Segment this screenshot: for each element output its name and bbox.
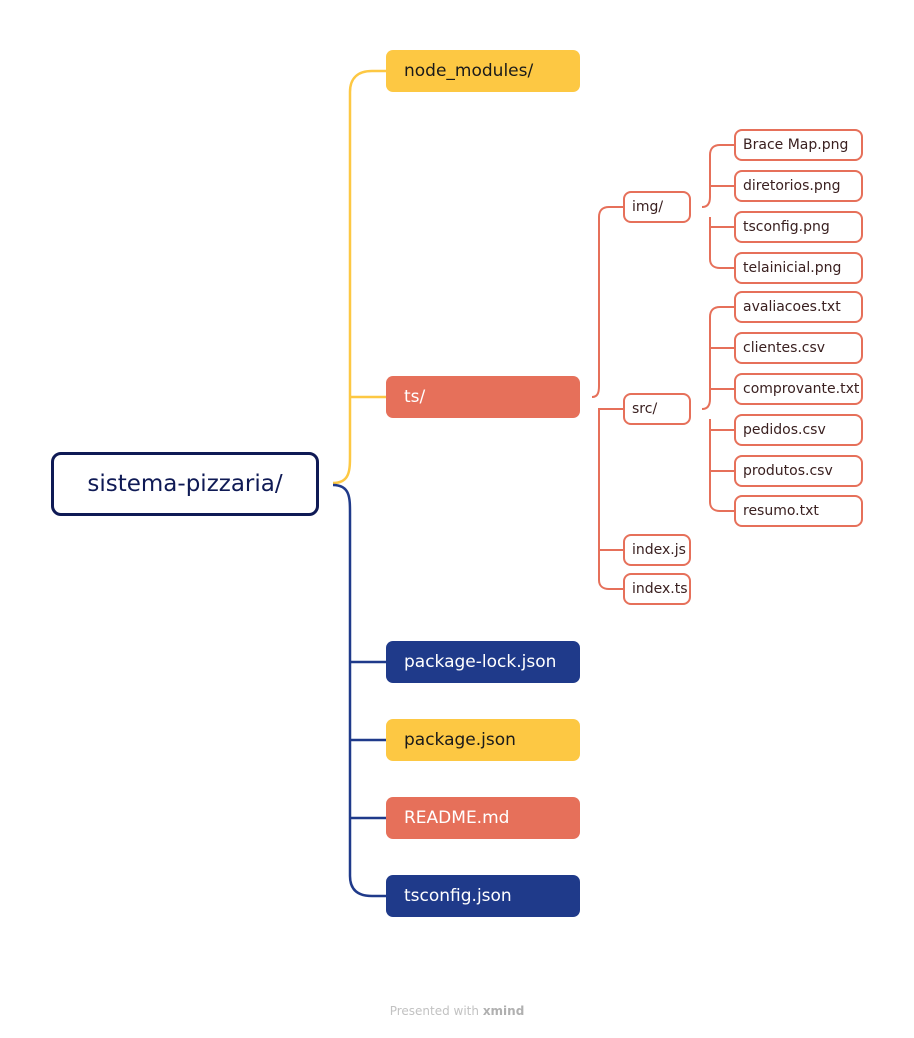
node-label: resumo.txt xyxy=(743,503,819,519)
node-label: img/ xyxy=(632,199,664,215)
node-src[interactable]: src/ xyxy=(623,393,691,425)
node-package-json[interactable]: package.json xyxy=(386,719,580,761)
node-img[interactable]: img/ xyxy=(623,191,691,223)
node-label: comprovante.txt xyxy=(743,381,860,397)
node-label: node_modules/ xyxy=(404,61,534,81)
node-label: Brace Map.png xyxy=(743,137,849,153)
node-node-modules[interactable]: node_modules/ xyxy=(386,50,580,92)
node-label: src/ xyxy=(632,401,658,417)
node-ts[interactable]: ts/ xyxy=(386,376,580,418)
node-pedidos-csv[interactable]: pedidos.csv xyxy=(734,414,863,446)
node-resumo-txt[interactable]: resumo.txt xyxy=(734,495,863,527)
node-label: package.json xyxy=(404,730,516,750)
node-diretorios-png[interactable]: diretorios.png xyxy=(734,170,863,202)
node-label: README.md xyxy=(404,808,510,828)
node-label: index.ts xyxy=(632,581,688,597)
bracket-root-lower xyxy=(332,483,386,898)
node-brace-map-png[interactable]: Brace Map.png xyxy=(734,129,863,161)
node-label: avaliacoes.txt xyxy=(743,299,841,315)
footer-credit: Presented with xmind xyxy=(0,1004,914,1018)
node-index-ts[interactable]: index.ts xyxy=(623,573,691,605)
footer-brand: xmind xyxy=(482,1004,525,1018)
brace-img xyxy=(701,144,734,269)
node-produtos-csv[interactable]: produtos.csv xyxy=(734,455,863,487)
footer-text: Presented with xyxy=(389,1004,479,1018)
root-label: sistema-pizzaria/ xyxy=(87,471,283,497)
brace-src xyxy=(701,306,734,512)
node-index-js[interactable]: index.js xyxy=(623,534,691,566)
node-label: package-lock.json xyxy=(404,652,557,672)
node-tsconfig-json[interactable]: tsconfig.json xyxy=(386,875,580,917)
node-readme-md[interactable]: README.md xyxy=(386,797,580,839)
node-avaliacoes-txt[interactable]: avaliacoes.txt xyxy=(734,291,863,323)
node-telainicial-png[interactable]: telainicial.png xyxy=(734,252,863,284)
node-comprovante-txt[interactable]: comprovante.txt xyxy=(734,373,863,405)
node-label: produtos.csv xyxy=(743,463,833,479)
node-label: tsconfig.json xyxy=(404,886,512,906)
node-label: diretorios.png xyxy=(743,178,841,194)
bracket-root-upper xyxy=(332,69,386,485)
node-label: ts/ xyxy=(404,387,426,407)
node-package-lock-json[interactable]: package-lock.json xyxy=(386,641,580,683)
node-tsconfig-png[interactable]: tsconfig.png xyxy=(734,211,863,243)
node-label: index.js xyxy=(632,542,686,558)
node-label: tsconfig.png xyxy=(743,219,830,235)
brace-ts xyxy=(591,206,623,590)
node-label: pedidos.csv xyxy=(743,422,826,438)
node-label: clientes.csv xyxy=(743,340,826,356)
root-node[interactable]: sistema-pizzaria/ xyxy=(51,452,319,516)
node-label: telainicial.png xyxy=(743,260,842,276)
node-clientes-csv[interactable]: clientes.csv xyxy=(734,332,863,364)
